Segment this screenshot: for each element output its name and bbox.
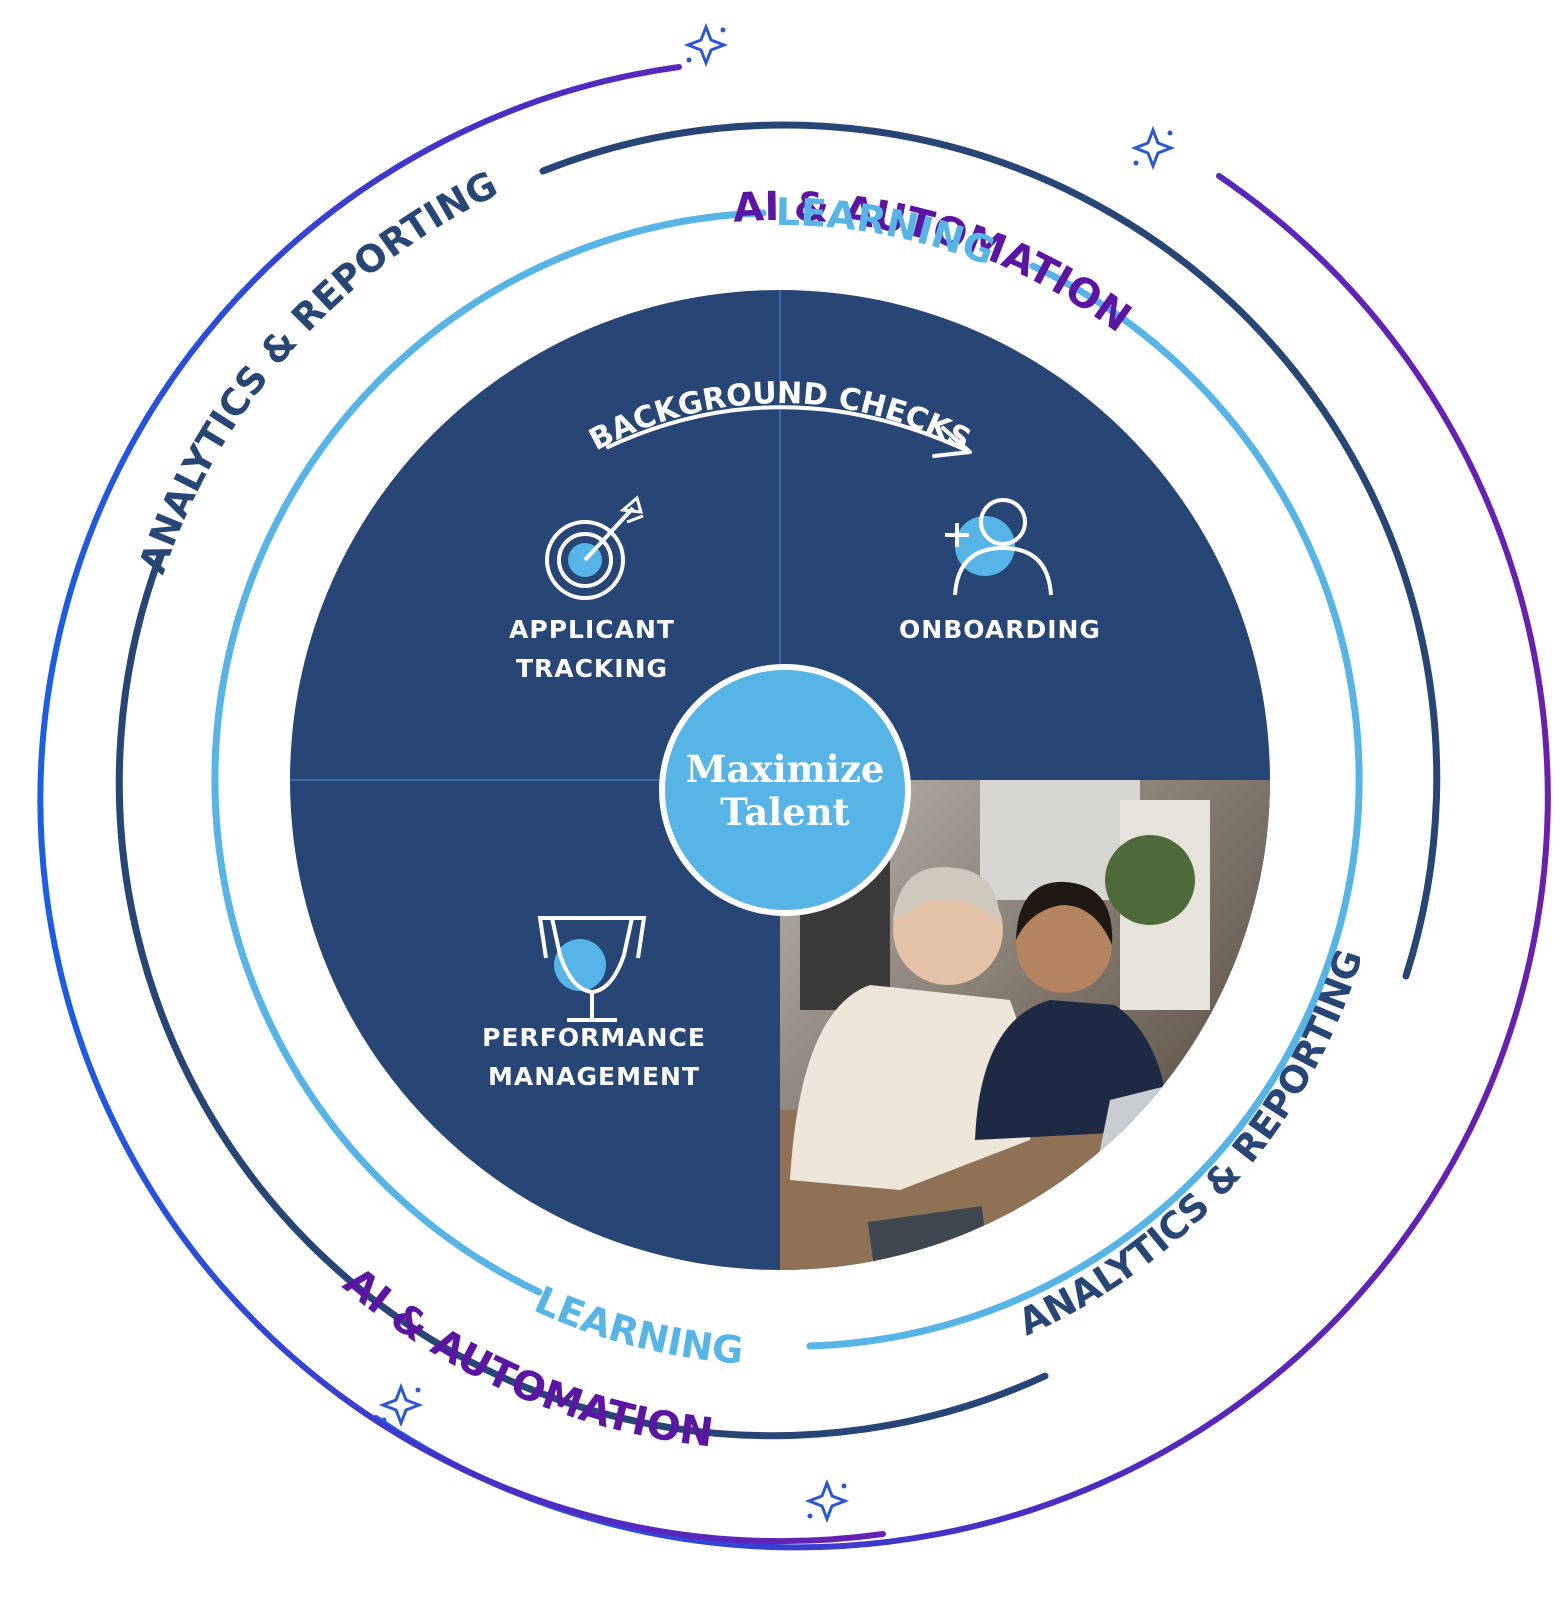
applicant-tracking-line2: TRACKING	[516, 654, 668, 683]
sparkle-icon	[1130, 125, 1176, 171]
sparkle-icon	[378, 1382, 424, 1428]
add-user-icon	[945, 498, 1053, 596]
target-icon	[545, 495, 644, 600]
performance-management-line2: MANAGEMENT	[488, 1062, 700, 1091]
center-badge: Maximize Talent	[659, 664, 911, 916]
inner-ring	[211, 209, 1363, 1350]
onboarding-label: ONBOARDING	[899, 615, 1101, 644]
applicant-tracking-line1: APPLICANT	[509, 615, 675, 644]
arrow-icon	[606, 405, 972, 458]
sparkle-icon	[804, 1478, 850, 1524]
sparkle-icon	[683, 22, 729, 68]
performance-management-line1: PERFORMANCE	[482, 1023, 706, 1052]
trophy-icon	[537, 916, 647, 1022]
learning-bottom-label: LEARNING	[528, 1278, 745, 1373]
middle-ring	[115, 121, 1441, 1440]
center-title-line1: Maximize	[686, 747, 885, 791]
center-title-line2: Talent	[720, 790, 850, 834]
outer-ring	[37, 64, 1552, 1551]
